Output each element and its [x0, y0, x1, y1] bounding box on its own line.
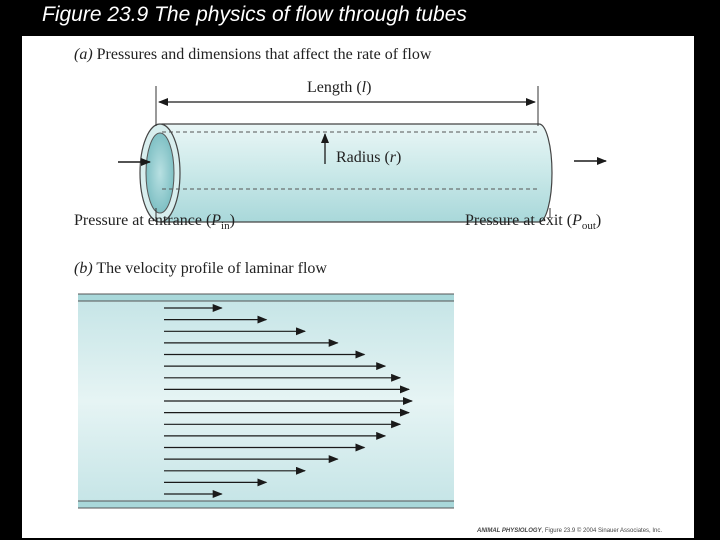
panel-b-heading: (b) The velocity profile of laminar flow: [74, 260, 327, 278]
tube: [139, 123, 553, 223]
entrance-close-paren: ): [229, 212, 235, 229]
exit-subscript: out: [581, 220, 596, 233]
panel-b-heading-text: The velocity profile of laminar flow: [96, 260, 327, 277]
exit-symbol: P: [572, 212, 582, 229]
panel-b-letter: (b): [74, 260, 93, 277]
length-dimension: [155, 86, 539, 126]
length-label-text: Length (: [307, 79, 362, 96]
radius-label-text: Radius (: [336, 149, 390, 166]
credit-book: ANIMAL PHYSIOLOGY: [477, 528, 542, 534]
entrance-subscript: in: [221, 220, 230, 233]
exit-label-text: Pressure at exit (: [465, 212, 573, 229]
figure-panel: (a) Pressures and dimensions that affect…: [22, 36, 694, 538]
length-symbol: l: [361, 79, 367, 96]
exit-close-paren: ): [595, 212, 602, 229]
exit-label: Pressure at exit (Pout): [465, 212, 601, 232]
length-close-paren: ): [366, 79, 372, 96]
radius-close-paren: ): [396, 149, 402, 166]
panel-a-heading-text: Pressures and dimensions that affect the…: [96, 46, 432, 63]
panel-a-letter: (a): [74, 46, 93, 63]
slide-title: Figure 23.9 The physics of flow through …: [42, 3, 467, 26]
entrance-symbol: P: [211, 212, 222, 229]
velocity-profile-arrows: [164, 304, 413, 498]
length-label: Length (l): [307, 79, 371, 97]
credit-text: , Figure 23.9 © 2004 Sinauer Associates,…: [541, 528, 663, 534]
entrance-label: Pressure at entrance (Pin): [74, 212, 235, 232]
figure-graphic: [78, 86, 607, 509]
radius-label: Radius (r): [336, 149, 401, 167]
entrance-label-text: Pressure at entrance (: [74, 212, 212, 229]
panel-a-heading: (a) Pressures and dimensions that affect…: [74, 46, 431, 64]
figure-credit: ANIMAL PHYSIOLOGY, Figure 23.9 © 2004 Si…: [477, 528, 662, 534]
radius-symbol: r: [389, 149, 397, 166]
